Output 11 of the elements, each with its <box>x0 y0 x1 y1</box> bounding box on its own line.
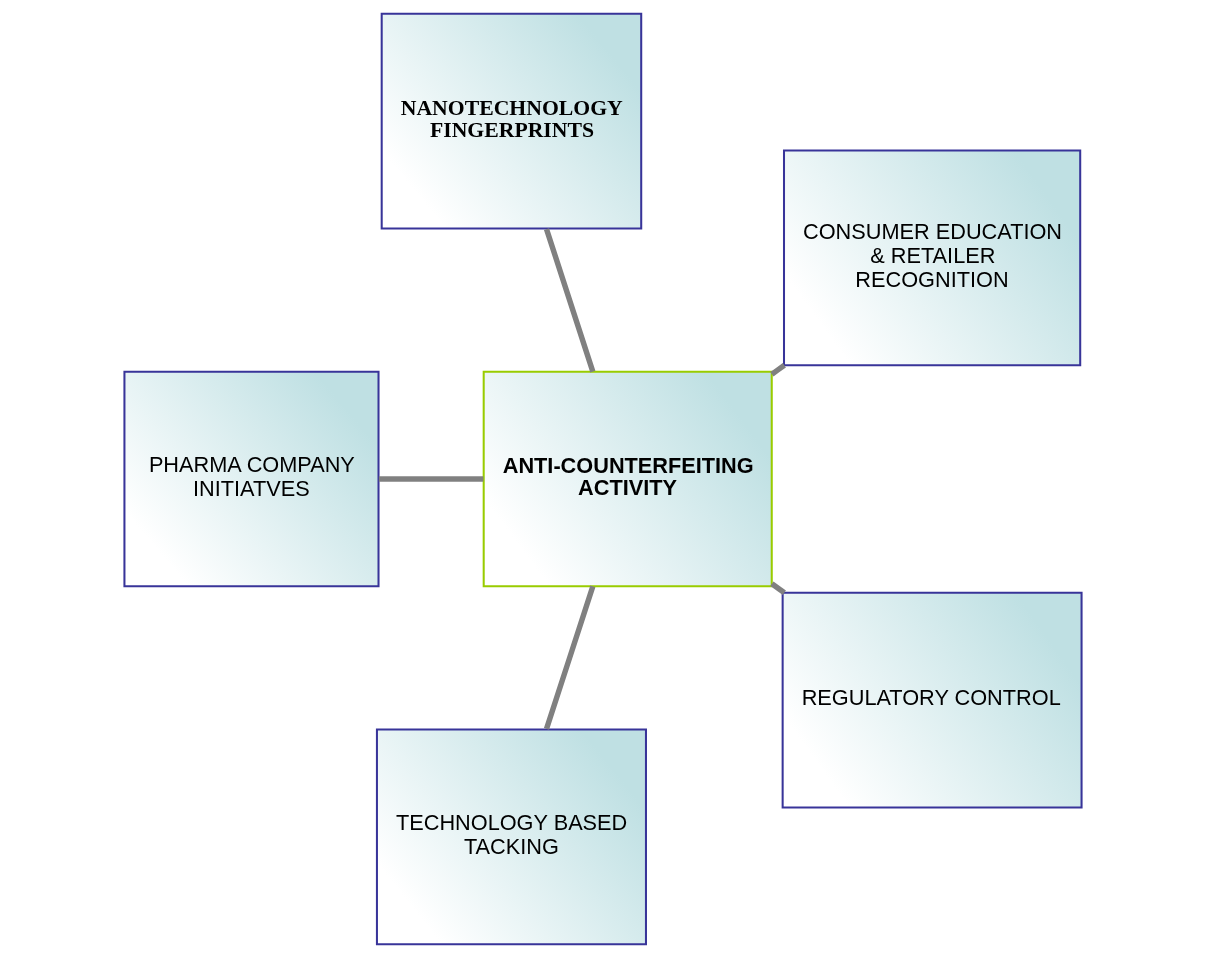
connector <box>378 476 483 482</box>
node-box: TECHNOLOGY BASED TACKING <box>375 728 647 946</box>
node-box: CONSUMER EDUCATION & RETAILER RECOGNITION <box>782 149 1081 367</box>
connector <box>543 585 595 730</box>
node-box: NANOTECHNOLOGY FINGERPRINTS <box>380 12 642 230</box>
connector <box>769 363 786 377</box>
node-box: PHARMA COMPANY INITIATVES <box>122 370 380 588</box>
node-box: ANTI-COUNTERFEITING ACTIVITY <box>482 370 773 588</box>
connector <box>769 581 786 595</box>
node-box: REGULATORY CONTROL <box>781 591 1083 809</box>
connector <box>543 228 595 373</box>
